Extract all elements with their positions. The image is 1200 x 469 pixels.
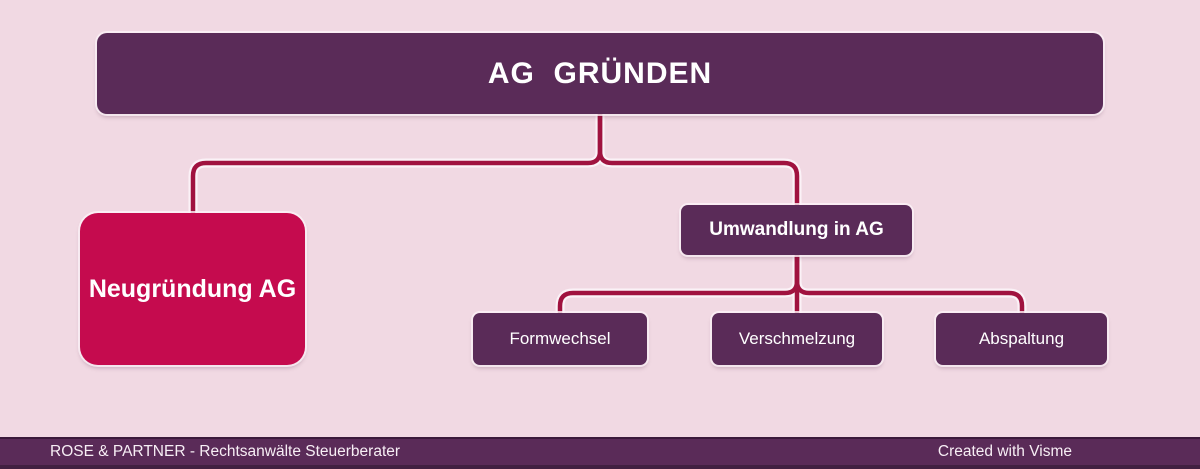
root-node-ag-gruenden: AG GRÜNDEN: [97, 33, 1103, 114]
node-neugruendung-ag: Neugründung AG: [80, 213, 305, 365]
node-neugruendung-label: Neugründung AG: [88, 274, 297, 303]
node-formwechsel-label: Formwechsel: [509, 329, 611, 348]
node-verschmelzung-label: Verschmelzung: [738, 329, 856, 348]
node-abspaltung-label: Abspaltung: [978, 329, 1065, 348]
node-umwandlung-label: Umwandlung in AG: [709, 219, 884, 240]
footer-bar: ROSE & PARTNER - Rechtsanwälte Steuerber…: [0, 437, 1200, 469]
root-node-label: AG GRÜNDEN: [487, 56, 713, 90]
node-umwandlung-in-ag: Umwandlung in AG: [681, 205, 912, 255]
node-verschmelzung: Verschmelzung: [712, 313, 882, 365]
node-formwechsel: Formwechsel: [473, 313, 647, 365]
node-abspaltung: Abspaltung: [936, 313, 1107, 365]
connector-line-layer: [190, 113, 1025, 318]
footer-brand-text: ROSE & PARTNER - Rechtsanwälte Steuerber…: [50, 443, 401, 460]
footer-credit-text: Created with Visme: [937, 443, 1072, 460]
